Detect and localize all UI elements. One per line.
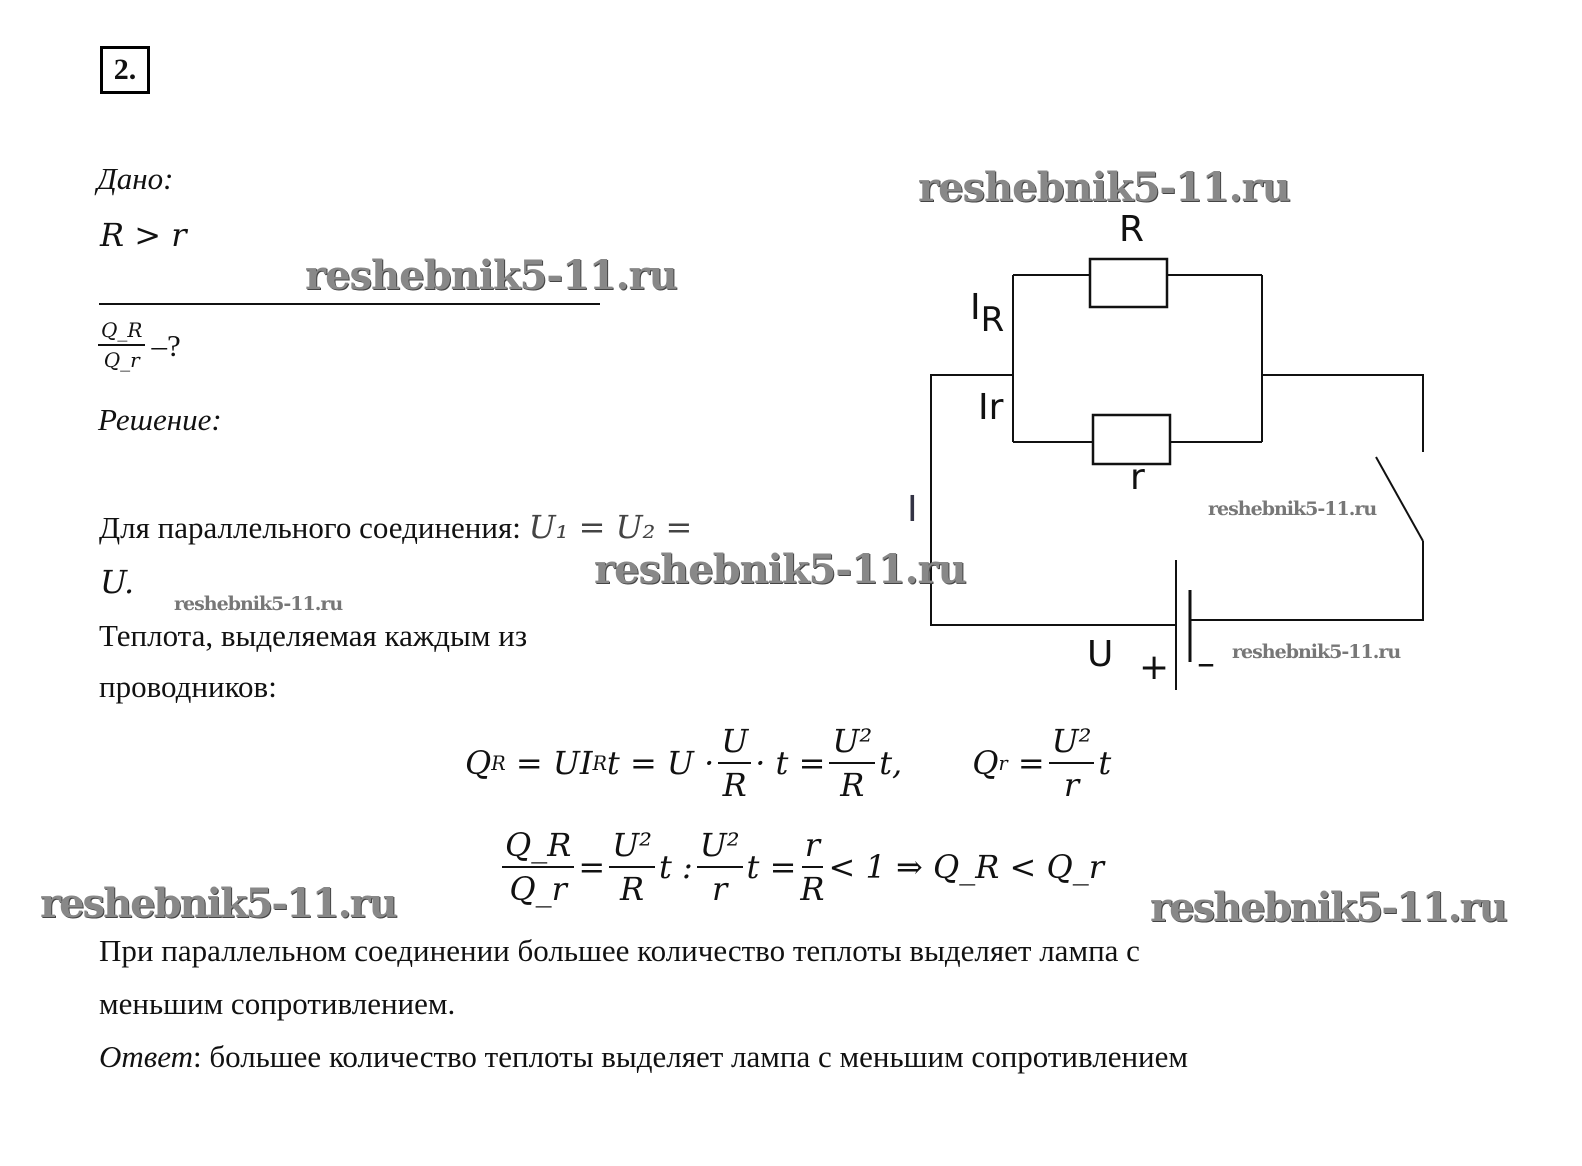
f2-frac-num: U²	[1048, 722, 1095, 764]
answer: Ответ: большее количество теплоты выделя…	[99, 1041, 1188, 1072]
paragraph-parallel-cont: U.	[100, 563, 135, 601]
watermark: reshebnik5-11.ru	[594, 546, 967, 593]
watermark: reshebnik5-11.ru	[305, 252, 678, 299]
given-label: Дано:	[97, 161, 174, 196]
watermark: reshebnik5-11.ru	[1208, 498, 1377, 520]
solution-label: Решение:	[98, 402, 222, 437]
parallel-formula: U₁ = U₂ =	[528, 508, 693, 546]
label-IR-sub: R	[980, 300, 1005, 340]
f1-frac1-num: U	[718, 722, 752, 764]
paragraph-heat-2: проводников:	[99, 669, 277, 704]
label-r: r	[1130, 457, 1145, 498]
paragraph-conclusion-1: При параллельном соединении большее коли…	[99, 933, 1140, 968]
label-plus: +	[1139, 647, 1170, 688]
watermark: reshebnik5-11.ru	[174, 593, 343, 615]
f2-lhs-sub: r	[998, 751, 1008, 775]
f2-lhs: Q	[972, 744, 999, 782]
f1-frac2-den: R	[840, 766, 865, 804]
watermark: reshebnik5-11.ru	[1150, 884, 1508, 931]
label-U: U	[1087, 634, 1114, 675]
f1-mid: = UI	[515, 744, 593, 782]
f3-frac2-den: r	[712, 870, 728, 908]
label-IR: IR	[970, 287, 1004, 338]
answer-text: : большее количество теплоты выделяет ла…	[192, 1039, 1189, 1074]
label-minus: –	[1197, 643, 1215, 684]
label-Ir: Ir	[978, 387, 1004, 428]
f2-frac-den: r	[1063, 766, 1080, 804]
f3-num: Q_R	[502, 826, 575, 868]
f2-end: t	[1098, 744, 1112, 782]
f3-div: t :	[658, 848, 693, 886]
answer-label: Ответ	[99, 1039, 193, 1074]
f1-frac2-num: U²	[829, 722, 876, 764]
watermark: reshebnik5-11.ru	[918, 164, 1291, 211]
f3-frac1-num: U²	[609, 826, 655, 868]
given-condition: R > r	[100, 216, 187, 254]
find-suffix: –?	[151, 327, 181, 363]
f3-eq: =	[578, 848, 606, 886]
resistor-R	[1088, 257, 1169, 309]
label-I: I	[907, 489, 918, 530]
problem-number: 2.	[100, 46, 150, 94]
f1-frac1-den: R	[722, 766, 747, 804]
f2-eq: =	[1017, 744, 1045, 782]
paragraph-conclusion-2: меньшим сопротивлением.	[99, 986, 456, 1021]
find-numerator: Q_R	[98, 318, 146, 346]
wire-right-lower	[1190, 541, 1424, 621]
wire-outer-left	[930, 374, 1176, 626]
f1-mid3: · t =	[755, 744, 826, 782]
label-R: R	[1119, 209, 1145, 250]
f3-frac2-num: U²	[696, 826, 743, 868]
f1-lhs: Q	[465, 744, 492, 782]
f3-den: Q_r	[509, 870, 567, 908]
resistor-r	[1091, 413, 1172, 466]
watermark: reshebnik5-11.ru	[1232, 641, 1401, 663]
f3-frac3-den: R	[800, 870, 825, 908]
label-IR-main: I	[970, 287, 981, 328]
f3-frac3-num: r	[801, 826, 824, 868]
f1-mid2: t = U ·	[606, 744, 715, 782]
f3-frac1-den: R	[619, 870, 645, 908]
f1-lhs-sub: R	[491, 751, 506, 775]
paragraph-heat-1: Теплота, выделяемая каждым из	[99, 618, 528, 653]
wire-outer-right	[1262, 374, 1424, 452]
find-denominator: Q_r	[103, 348, 140, 372]
f3-eq2: t =	[746, 848, 797, 886]
given-divider	[99, 303, 600, 305]
find-quantity: Q_R Q_r –?	[98, 318, 181, 372]
switch	[1375, 456, 1424, 542]
f1-mid-sub: R	[592, 751, 607, 775]
f1-end: t,	[879, 744, 903, 782]
watermark: reshebnik5-11.ru	[40, 880, 398, 927]
f3-end: < 1 ⇒ Q_R < Q_r	[828, 848, 1104, 886]
paragraph-parallel: Для параллельного соединения: U₁ = U₂ =	[99, 511, 692, 543]
paragraph-text: Для параллельного соединения:	[99, 510, 521, 545]
